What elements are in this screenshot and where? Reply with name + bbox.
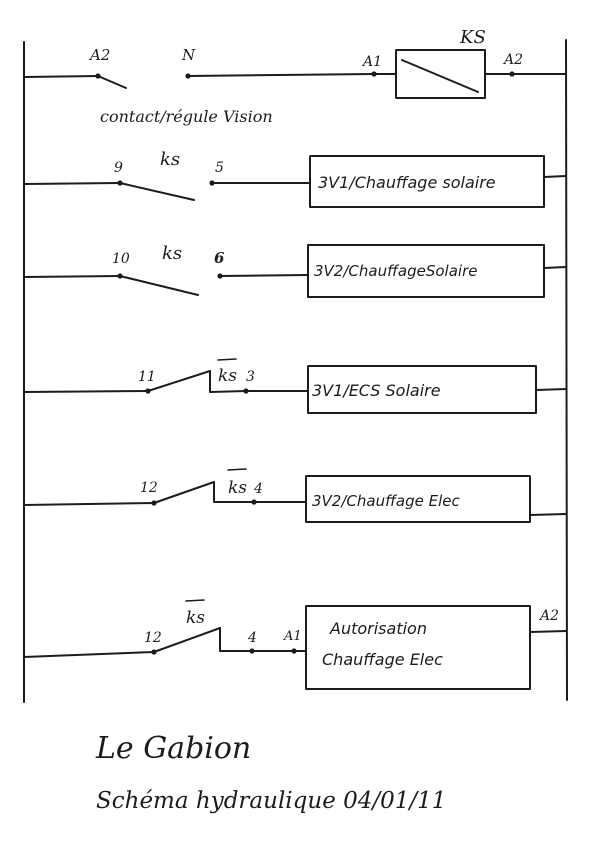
label-terminal-12: 12 [140, 480, 158, 496]
coil-ks-diagonal [401, 59, 479, 93]
load-3v2-chauffage-solaire-label: 3V2/ChauffageSolaire [314, 262, 477, 280]
rung-1-wire-mid [187, 73, 375, 77]
rung-4-contact-blade [147, 370, 211, 392]
relay-not-bar [217, 358, 237, 361]
label-a1-coil: A1 [361, 54, 382, 70]
rung-3-wire-to-load [219, 274, 309, 277]
label-a2-left: A2 [88, 46, 110, 64]
rung-5-wire-right [529, 513, 567, 516]
rung-3: 10 ks 6 3V2/ChauffageSolaire [23, 243, 567, 298]
right-power-rail [565, 39, 568, 701]
left-power-rail [22, 41, 26, 703]
rung-5-wire-left [23, 502, 155, 506]
load-autorisation-chauffage-elec-box [305, 605, 531, 690]
load-3v2-chauffage-elec-box [305, 475, 531, 523]
contact-caption: contact/régule Vision [100, 107, 273, 126]
label-terminal-4: 4 [253, 481, 263, 497]
label-terminal-5: 5 [215, 160, 224, 176]
rung-2: 9 ks 5 3V1/Chauffage solaire [23, 149, 567, 208]
rung-6-contact-seat [219, 627, 253, 652]
load-3v2-chauffage-elec-label: 3V2/Chauffage Elec [312, 492, 460, 510]
label-terminal-6: 6 [214, 249, 225, 267]
label-a1-load: A1 [283, 629, 302, 644]
label-relay-ks: ks [162, 243, 182, 264]
load-3v1-chauffage-solaire-box [309, 155, 545, 208]
coil-name-ks: KS [459, 27, 486, 48]
rung-1-contact-blade [97, 75, 127, 89]
label-terminal-4-b: 4 [247, 630, 257, 646]
rung-3-wire-right [543, 266, 567, 269]
rung-2-wire-left [23, 182, 121, 185]
load-autorisation-line-2: Chauffage Elec [322, 650, 443, 669]
rung-4-contact-seat [209, 370, 247, 393]
rung-3-wire-left [23, 275, 121, 278]
relay-not-bar [227, 468, 247, 471]
footer-subtitle: Schéma hydraulique 04/01/11 [96, 788, 446, 814]
rung-6-wire-right [529, 630, 567, 633]
rung-6-wire-left [23, 651, 155, 658]
load-3v2-chauffage-solaire-box [307, 244, 545, 298]
rung-5-contact-blade [153, 481, 215, 504]
load-3v1-chauffage-solaire-label: 3V1/Chauffage solaire [318, 173, 496, 192]
rung-3-contact-blade [119, 275, 199, 296]
load-3v1-ecs-solaire-label: 3V1/ECS Solaire [312, 381, 441, 400]
rung-6: 12 ks 4 A1 Autorisation Chauffage Elec A… [23, 599, 567, 690]
rung-4: 11 ks 3 3V1/ECS Solaire [23, 358, 567, 414]
label-terminal-11: 11 [138, 369, 156, 385]
rung-2-contact-blade [119, 182, 195, 201]
label-a2-coil: A2 [502, 52, 523, 68]
relay-not-bar [185, 599, 205, 602]
label-a2-load: A2 [538, 608, 559, 624]
label-relay-ks: ks [160, 149, 180, 170]
rung-1-wire-left [23, 75, 99, 78]
rung-4-wire-right [535, 388, 567, 391]
label-terminal-12-b: 12 [144, 630, 162, 646]
label-terminal-9: 9 [114, 160, 123, 176]
coil-ks-box [395, 49, 486, 99]
rung-2-wire-right [543, 175, 567, 178]
label-terminal-10: 10 [112, 251, 130, 267]
rung-4-wire-left [23, 390, 149, 393]
label-n: N [181, 46, 196, 64]
label-terminal-3: 3 [246, 369, 255, 385]
rung-1: A2 N contact/régule Vision A1 KS A2 [23, 27, 567, 126]
rung-5-contact-seat [213, 481, 255, 503]
label-relay-ks-inverted: ks [186, 608, 205, 628]
label-relay-ks-inverted: ks [228, 478, 247, 498]
label-relay-ks-inverted: ks [218, 366, 237, 386]
rung-6-contact-blade [153, 627, 221, 653]
rung-5: 12 ks 4 3V2/Chauffage Elec [23, 468, 567, 523]
load-autorisation-line-1: Autorisation [329, 619, 427, 638]
footer-title: Le Gabion [95, 731, 251, 766]
